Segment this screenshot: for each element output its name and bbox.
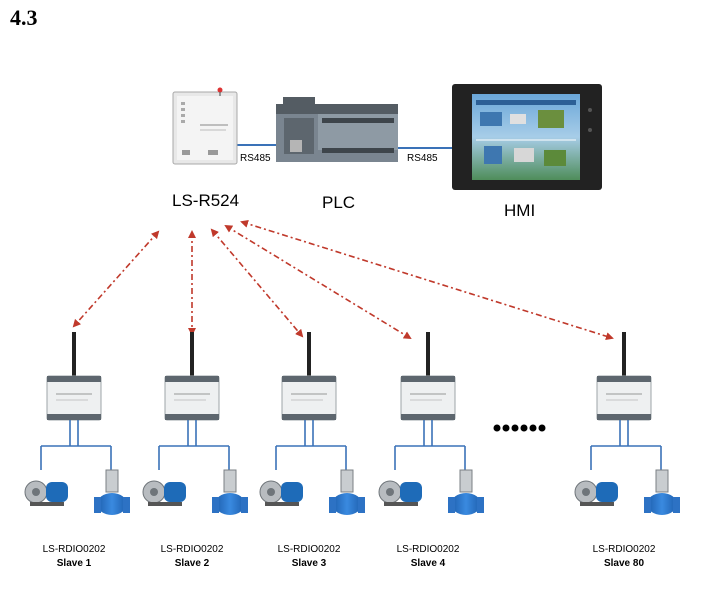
slave-3-model: LS-RDIO0202 [277, 544, 341, 555]
ellipsis-dots [493, 424, 546, 432]
wireless-link-slave-4 [224, 224, 412, 340]
antenna-icon [72, 332, 76, 378]
hmi-label: HMI [504, 201, 536, 220]
slave-80-name: Slave 80 [603, 558, 645, 569]
io-module [596, 375, 652, 421]
valve-icon [329, 469, 365, 515]
rs485-label-right: RS485 [407, 153, 438, 164]
master-label: LS-R524 [172, 191, 240, 210]
slave-2-name: Slave 2 [174, 558, 210, 569]
slave-unit-2 [142, 332, 248, 515]
valve-icon [94, 469, 130, 515]
plc-label: PLC [322, 193, 356, 212]
io-module [46, 375, 102, 421]
pump-icon [574, 480, 618, 506]
wireless-links [72, 219, 614, 341]
slaves-layer [24, 332, 680, 515]
wireless-link-slave-1 [72, 230, 160, 328]
rs485-label-left: RS485 [240, 153, 271, 164]
plc-device [276, 97, 398, 162]
section-number: 4.3 [10, 5, 38, 30]
slave-4-model: LS-RDIO0202 [396, 544, 460, 555]
slave-4-name: Slave 4 [410, 558, 446, 569]
valve-icon [212, 469, 248, 515]
pump-icon [378, 480, 422, 506]
pump-icon [142, 480, 186, 506]
antenna-icon [426, 332, 430, 378]
ls-r524-device [172, 87, 238, 165]
antenna-icon [190, 332, 194, 378]
pump-icon [24, 480, 68, 506]
io-module [281, 375, 337, 421]
valve-icon [644, 469, 680, 515]
slave-unit-1 [24, 332, 130, 515]
io-module [400, 375, 456, 421]
io-module [164, 375, 220, 421]
slave-1-model: LS-RDIO0202 [42, 544, 106, 555]
slave-unit-80 [574, 332, 680, 515]
pump-icon [259, 480, 303, 506]
slave-80-model: LS-RDIO0202 [592, 544, 656, 555]
slave-2-model: LS-RDIO0202 [160, 544, 224, 555]
slave-3-name: Slave 3 [291, 558, 327, 569]
slave-unit-4 [378, 332, 484, 515]
slave-1-name: Slave 1 [56, 558, 92, 569]
antenna-icon [622, 332, 626, 378]
slave-unit-3 [259, 332, 365, 515]
antenna-icon [307, 332, 311, 378]
wireless-link-slave-80 [240, 219, 614, 341]
valve-icon [448, 469, 484, 515]
hmi-device [452, 84, 602, 190]
wireless-link-slave-3 [210, 228, 304, 338]
